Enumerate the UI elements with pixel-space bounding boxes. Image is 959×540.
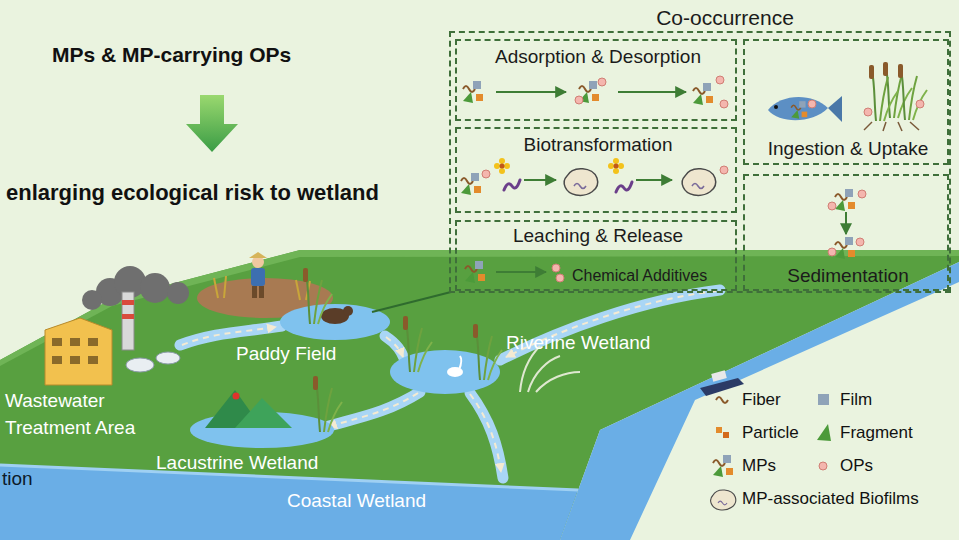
legend-item: Film (840, 390, 872, 410)
box-heading: Sedimentation (787, 265, 908, 288)
legend-item: Particle (742, 423, 799, 443)
box-heading: Ingestion & Uptake (768, 138, 929, 161)
process-box: Adsorption & Desorption (455, 39, 737, 121)
box-heading: Co-occurrence (656, 5, 794, 30)
place-label: tion (2, 468, 33, 491)
process-box: Biotransformation (455, 127, 737, 213)
legend-item: OPs (840, 456, 873, 476)
legend-label: OPs (840, 456, 873, 475)
legend-item: Fragment (840, 423, 913, 443)
box-heading: Leaching & Release (513, 225, 683, 248)
legend-label: MPs (742, 456, 776, 475)
heading-text: enlarging ecological risk to wetland (6, 180, 379, 206)
legend-label: MP-associated Biofilms (742, 489, 919, 508)
legend-item: Fiber (742, 390, 781, 410)
place-label: Lacustrine Wetland (156, 452, 318, 475)
group-box: Co-occurrenceAdsorption & DesorptionBiot… (449, 31, 951, 293)
box-heading: Adsorption & Desorption (495, 46, 701, 69)
place-label: Paddy Field (236, 343, 336, 366)
place-label: Coastal Wetland (287, 490, 426, 513)
legend-label: Fragment (840, 423, 913, 442)
legend-label: Particle (742, 423, 799, 442)
place-label: Riverine Wetland (506, 332, 650, 355)
process-box: Leaching & ReleaseChemical Additives (455, 220, 737, 291)
place-label: Wastewater Treatment Area (5, 387, 175, 441)
legend-item: MPs (742, 456, 776, 476)
box-heading: Biotransformation (524, 134, 673, 157)
box-text: Chemical Additives (572, 266, 707, 285)
process-box: Ingestion & Uptake (743, 39, 949, 165)
process-box: Sedimentation (743, 174, 949, 291)
legend-label: Fiber (742, 390, 781, 409)
legend-item: MP-associated Biofilms (742, 489, 919, 509)
heading-text: MPs & MP-carrying OPs (52, 42, 291, 67)
legend-label: Film (840, 390, 872, 409)
